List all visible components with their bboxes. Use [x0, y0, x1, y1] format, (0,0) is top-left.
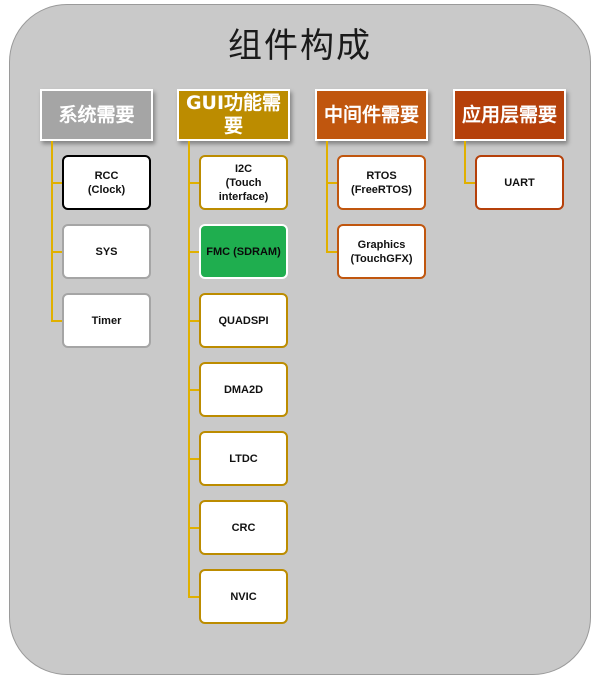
connector-horizontal — [51, 250, 62, 253]
column-header-3: 中间件需要 — [315, 89, 428, 141]
component-box: Timer — [62, 293, 151, 348]
connector-horizontal — [51, 319, 62, 322]
connector-vertical-1 — [51, 141, 53, 322]
connector-vertical-2 — [188, 141, 190, 598]
connector-vertical-4 — [464, 141, 466, 184]
connector-horizontal — [51, 181, 62, 184]
column-header-4: 应用层需要 — [453, 89, 566, 141]
component-box: NVIC — [199, 569, 288, 624]
connector-horizontal — [188, 319, 199, 322]
component-box: RTOS (FreeRTOS) — [337, 155, 426, 210]
component-box: RCC (Clock) — [62, 155, 151, 210]
diagram-title: 组件构成 — [228, 26, 372, 66]
connector-horizontal — [326, 181, 337, 184]
connector-horizontal — [326, 250, 337, 253]
connector-horizontal — [188, 457, 199, 460]
component-box: Graphics (TouchGFX) — [337, 224, 426, 279]
component-box: I2C (Touch interface) — [199, 155, 288, 210]
connector-horizontal — [188, 595, 199, 598]
connector-horizontal — [188, 181, 199, 184]
component-box: QUADSPI — [199, 293, 288, 348]
connector-horizontal — [188, 526, 199, 529]
connector-horizontal — [464, 181, 475, 184]
component-box: DMA2D — [199, 362, 288, 417]
component-box: SYS — [62, 224, 151, 279]
column-header-2: GUI功能需要 — [177, 89, 290, 141]
component-box: FMC (SDRAM) — [199, 224, 288, 279]
component-box: UART — [475, 155, 564, 210]
connector-horizontal — [188, 388, 199, 391]
column-header-1: 系统需要 — [40, 89, 153, 141]
component-box: LTDC — [199, 431, 288, 486]
component-box: CRC — [199, 500, 288, 555]
connector-vertical-3 — [326, 141, 328, 253]
connector-horizontal — [188, 250, 199, 253]
